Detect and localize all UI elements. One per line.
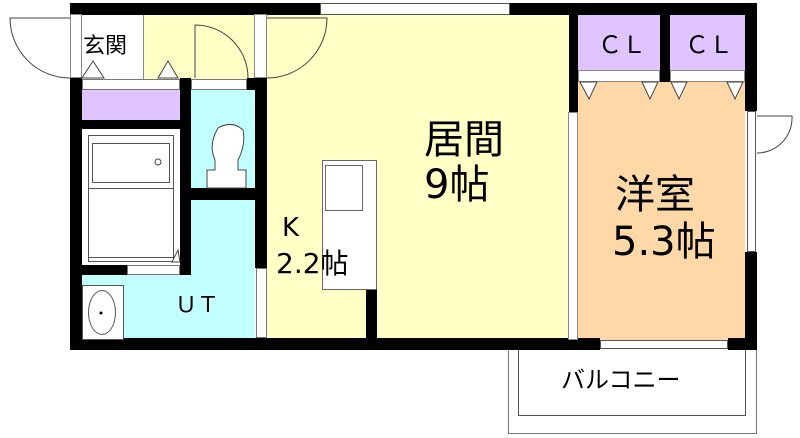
bath-drain-icon xyxy=(154,158,162,166)
closet-door-1 xyxy=(578,70,660,82)
washbasin xyxy=(88,290,116,335)
living-door-swing-icon xyxy=(266,17,328,79)
wall-right-bottom xyxy=(745,252,757,350)
kitchen-sink xyxy=(325,165,363,211)
living-room-size: 9帖 xyxy=(424,162,490,208)
balcony-label: バルコニー xyxy=(561,366,681,394)
wall-closet-divider xyxy=(660,14,670,82)
closet-2 xyxy=(670,14,745,70)
ut-door xyxy=(256,268,267,338)
kitchen-size: 2.2帖 xyxy=(276,247,349,280)
entrance-door-frame xyxy=(254,14,267,78)
right-door-swing-icon xyxy=(756,115,793,154)
entrance-front-door-frame xyxy=(70,14,82,78)
kitchen-name: K xyxy=(282,213,300,243)
balcony-inner xyxy=(518,350,746,416)
shoe-cabinet xyxy=(82,90,180,120)
closet-2-label: ＣＬ xyxy=(685,31,733,59)
wall-entry-bottom xyxy=(70,78,78,90)
window-bottom xyxy=(600,340,728,349)
western-room-floor xyxy=(578,82,745,340)
wall-bath-bottom-left xyxy=(82,265,127,275)
wall-cabinet-bottom xyxy=(82,120,180,129)
wall-bath-right xyxy=(180,188,191,275)
window-top xyxy=(320,3,510,15)
kitchen-counter xyxy=(322,160,377,290)
living-room-floor xyxy=(267,14,569,340)
wall-cabinet-divider xyxy=(180,78,191,190)
bathtub xyxy=(88,135,174,262)
entrance-label: 玄関 xyxy=(83,34,128,59)
living-room-name: 居間 xyxy=(424,117,504,163)
wall-top-left xyxy=(70,3,320,15)
bathtub-inner xyxy=(88,188,174,258)
wall-western-left xyxy=(569,14,578,112)
wall-toilet-right xyxy=(255,78,267,268)
toilet-door-frame xyxy=(191,79,247,90)
closet-1 xyxy=(578,14,660,70)
window-right xyxy=(747,111,756,252)
wall-right-top xyxy=(745,3,757,111)
bathtub-lid xyxy=(92,143,170,183)
utility-label: ＵＴ xyxy=(175,293,220,318)
toilet-icon xyxy=(206,124,247,189)
hallway-door-swing-icon xyxy=(194,24,249,79)
wall-left xyxy=(70,78,82,350)
wall-toilet-bottom xyxy=(191,188,255,200)
wall-top-right xyxy=(510,3,757,15)
washbasin-drain-icon xyxy=(99,311,103,315)
western-room-size: 5.3帖 xyxy=(612,219,716,265)
bath-door xyxy=(127,265,180,275)
entry-step xyxy=(82,79,180,90)
western-room-name: 洋室 xyxy=(615,172,695,218)
front-door-swing-icon xyxy=(9,17,71,79)
closet-1-label: ＣＬ xyxy=(598,31,646,59)
western-sliding-door xyxy=(568,112,578,340)
wall-bottom xyxy=(70,338,600,350)
balcony xyxy=(508,350,757,434)
closet-door-2 xyxy=(670,70,745,82)
